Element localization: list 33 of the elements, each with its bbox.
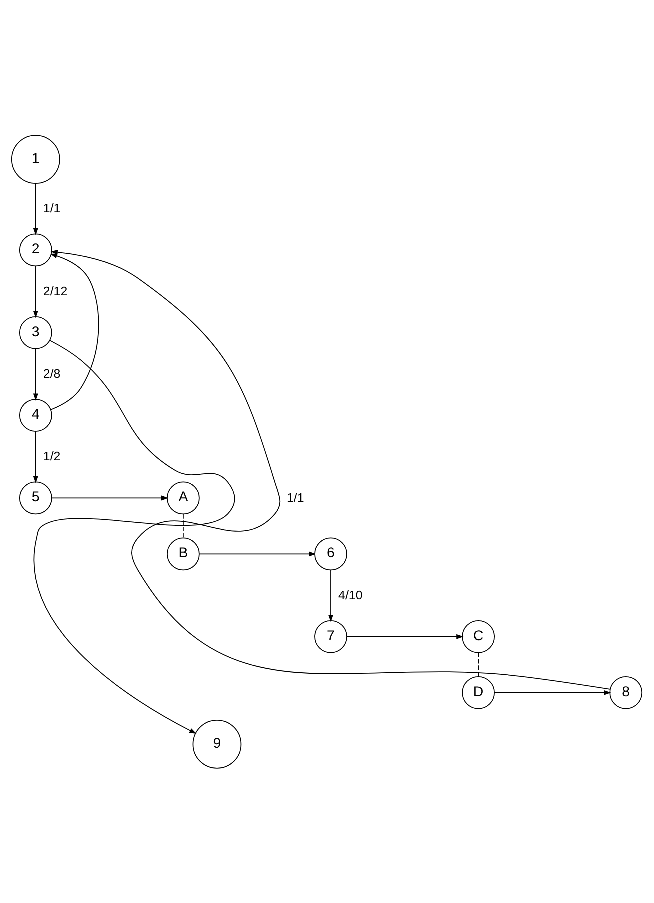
connector — [183, 514, 184, 538]
edge-label: 4/10 — [338, 588, 363, 602]
edge-label: 1/2 — [43, 449, 61, 464]
arrow — [50, 249, 611, 690]
edge-label: 1/1 — [43, 201, 61, 216]
node-circle: 4 — [19, 398, 52, 432]
node-circle: 3 — [19, 316, 52, 349]
arrow — [33, 182, 38, 235]
node-circle: D — [462, 676, 495, 709]
arrow — [34, 340, 236, 734]
node-circle: 8 — [610, 676, 643, 709]
arrow — [494, 690, 612, 695]
edge-label: 1/1 — [287, 490, 304, 504]
node-circle: 5 — [19, 481, 52, 514]
arrow — [50, 253, 100, 410]
node-circle: C — [462, 620, 495, 653]
node-circle: A — [167, 481, 200, 514]
node-circle: 1 — [11, 134, 60, 184]
arrow — [33, 265, 38, 318]
node-circle: 6 — [314, 537, 348, 570]
edge-label: 2/8 — [43, 366, 61, 380]
arrow — [199, 551, 316, 556]
arrow — [328, 569, 334, 622]
arrow — [33, 430, 38, 484]
arrow — [52, 495, 169, 500]
edge-label: 2/12 — [43, 284, 68, 298]
arrow — [33, 348, 38, 400]
node-circle: 9 — [192, 720, 242, 768]
connector — [478, 652, 479, 677]
node-circle: B — [167, 537, 200, 570]
arrow — [346, 634, 464, 639]
node-circle: 2 — [19, 233, 52, 266]
node-circle: 7 — [314, 620, 348, 653]
